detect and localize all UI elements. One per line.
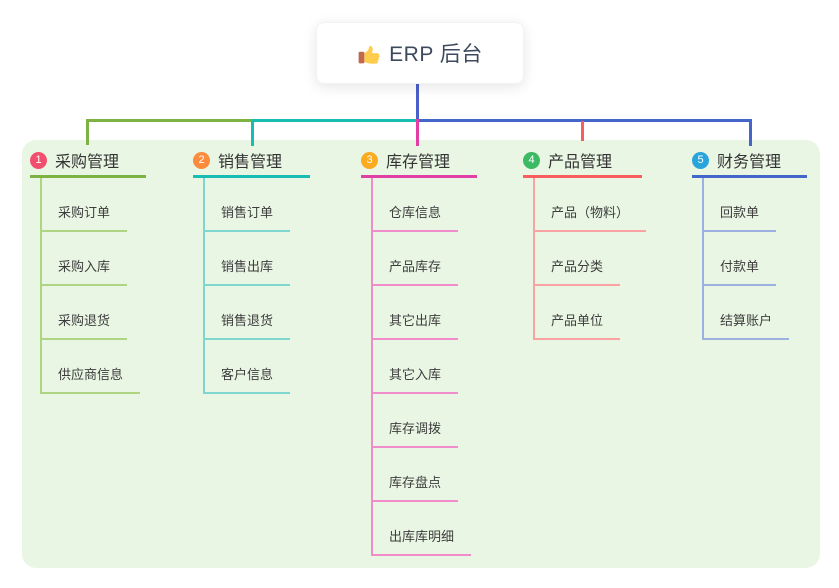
branch-number-badge: 4	[523, 151, 540, 169]
node-product-unit[interactable]: 产品单位	[533, 312, 621, 340]
node-settlement-account[interactable]: 结算账户	[702, 312, 790, 340]
branch-label: 财务管理	[717, 154, 782, 171]
node-outbound-detail[interactable]: 出库库明细	[371, 528, 472, 556]
branch-heading-product[interactable]: 4 产品管理	[523, 148, 642, 178]
connector-purchase	[86, 119, 253, 122]
node-sales-outbound[interactable]: 销售出库	[203, 258, 291, 286]
branch-connector-line	[203, 178, 205, 394]
node-product-material[interactable]: 产品（物料）	[533, 204, 647, 232]
branch-heading-purchase[interactable]: 1 采购管理	[30, 148, 146, 178]
node-product-stock[interactable]: 产品库存	[371, 258, 459, 286]
node-stock-check[interactable]: 库存盘点	[371, 474, 459, 502]
node-stock-transfer[interactable]: 库存调拨	[371, 420, 459, 448]
root-connector	[416, 82, 419, 121]
node-sales-order[interactable]: 销售订单	[203, 204, 291, 232]
node-other-outbound[interactable]: 其它出库	[371, 312, 459, 340]
node-other-inbound[interactable]: 其它入库	[371, 366, 459, 394]
connector-finance	[417, 119, 752, 122]
node-supplier-info[interactable]: 供应商信息	[40, 366, 141, 394]
connector-drop-product	[581, 121, 584, 141]
branch-number-badge: 2	[193, 151, 210, 169]
root-node[interactable]: ERP 后台	[316, 22, 524, 84]
branch-heading-finance[interactable]: 5 财务管理	[692, 148, 807, 178]
connector-drop-purchase	[86, 119, 89, 145]
node-purchase-return[interactable]: 采购退货	[40, 312, 128, 340]
node-purchase-inbound[interactable]: 采购入库	[40, 258, 128, 286]
branch-number-badge: 3	[361, 151, 378, 169]
node-purchase-order[interactable]: 采购订单	[40, 204, 128, 232]
root-label: ERP 后台	[389, 43, 483, 66]
branch-number-badge: 5	[692, 151, 709, 169]
branch-connector-line	[533, 178, 535, 340]
branch-connector-line	[702, 178, 704, 340]
node-customer-info[interactable]: 客户信息	[203, 366, 291, 394]
branch-connector-line	[371, 178, 373, 556]
branch-heading-inventory[interactable]: 3 库存管理	[361, 148, 477, 178]
node-payment-bill[interactable]: 付款单	[702, 258, 777, 286]
branch-finance: 5 财务管理 回款单 付款单 结算账户	[692, 148, 807, 340]
branch-heading-sales[interactable]: 2 销售管理	[193, 148, 310, 178]
branch-purchase: 1 采购管理 采购订单 采购入库 采购退货 供应商信息	[30, 148, 146, 394]
branch-label: 采购管理	[55, 154, 120, 171]
connector-drop-inventory	[416, 119, 419, 146]
branch-label: 销售管理	[218, 154, 283, 171]
branch-sales: 2 销售管理 销售订单 销售出库 销售退货 客户信息	[193, 148, 310, 394]
connector-drop-finance	[749, 119, 752, 146]
node-warehouse-info[interactable]: 仓库信息	[371, 204, 459, 232]
branch-connector-line	[40, 178, 42, 394]
connector-sales	[251, 119, 418, 122]
branch-label: 产品管理	[548, 154, 613, 171]
mindmap-panel	[22, 140, 820, 568]
branch-inventory: 3 库存管理 仓库信息 产品库存 其它出库 其它入库 库存调拨 库存盘点 出库库…	[361, 148, 477, 556]
branch-label: 库存管理	[386, 154, 451, 171]
branch-number-badge: 1	[30, 151, 47, 169]
thumbs-up-icon	[358, 45, 380, 64]
branch-product: 4 产品管理 产品（物料） 产品分类 产品单位	[523, 148, 647, 340]
node-sales-return[interactable]: 销售退货	[203, 312, 291, 340]
node-receipt-bill[interactable]: 回款单	[702, 204, 777, 232]
node-product-category[interactable]: 产品分类	[533, 258, 621, 286]
connector-drop-sales	[251, 119, 254, 146]
